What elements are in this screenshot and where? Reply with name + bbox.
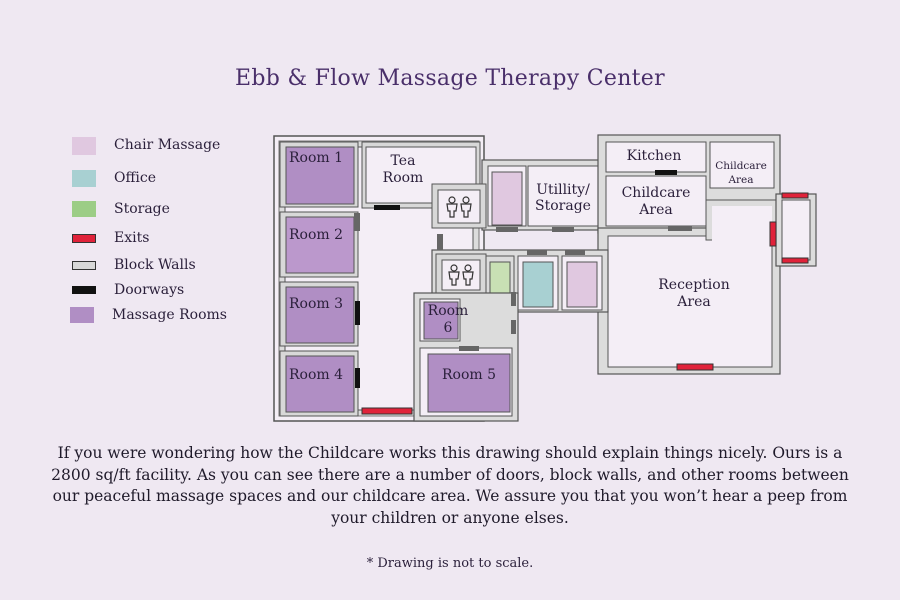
restroom-upper: [431, 183, 487, 229]
room-1-label: Room 1: [289, 150, 343, 166]
massage-room-3: [279, 281, 359, 347]
room-2-label: Room 2: [289, 227, 343, 243]
doorways: [354, 170, 692, 388]
reception-area-label: Reception: [658, 277, 729, 293]
massage-room-6: [419, 298, 461, 342]
massage-room-5: [419, 347, 513, 417]
legend-label: Block Walls: [114, 257, 196, 273]
legend-swatch-doorways: [72, 286, 96, 294]
room-6-label: Room: [428, 303, 469, 319]
caption-paragraph: If you were wondering how the Childcare …: [51, 444, 849, 527]
legend-label: Office: [114, 170, 157, 186]
legend-label: Massage Rooms: [112, 307, 227, 323]
legend-label: Exits: [114, 230, 150, 246]
legend-label: Storage: [114, 201, 170, 217]
room-6-label-2: 6: [444, 320, 453, 336]
legend-label: Chair Massage: [114, 137, 221, 153]
floor-plan: Room 1 Room 2 Room 3 Room 4 Tea Room Uti…: [273, 134, 817, 422]
childcare-small-label-2: Area: [727, 174, 753, 186]
restroom-lower: [435, 253, 487, 295]
tea-room-label: Tea: [391, 153, 416, 169]
exits: [361, 192, 809, 415]
legend-swatch-office: [72, 170, 96, 187]
reception-area-label-2: Area: [676, 294, 710, 310]
footnote: * Drawing is not to scale.: [366, 556, 534, 571]
tea-room-label-2: Room: [383, 170, 424, 186]
room-3-label: Room 3: [289, 296, 343, 312]
massage-room-2: [279, 211, 359, 278]
legend-swatch-chair-massage: [72, 137, 96, 155]
kitchen-label: Kitchen: [627, 148, 682, 164]
room-5-label: Room 5: [442, 367, 496, 383]
legend-swatch-block-walls: [72, 261, 96, 270]
right-block: [597, 134, 781, 234]
massage-room-4: [279, 350, 359, 417]
childcare-area-label-2: Area: [638, 202, 672, 218]
center-block: [481, 159, 605, 231]
legend-label: Doorways: [114, 282, 185, 298]
legend-swatch-massage-rooms: [70, 307, 94, 323]
room-4-label: Room 4: [289, 367, 343, 383]
page-title: Ebb & Flow Massage Therapy Center: [235, 66, 665, 91]
childcare-small-label: Childcare: [715, 160, 767, 172]
childcare-area-label: Childcare: [622, 185, 691, 201]
utility-storage-label: Utillity/: [536, 182, 590, 198]
massage-room-1: [279, 141, 359, 208]
entrance-vestibule: [775, 193, 817, 267]
utility-storage-label-2: Storage: [535, 198, 591, 214]
legend-swatch-exits: [72, 234, 96, 243]
legend-swatch-storage: [72, 201, 96, 217]
